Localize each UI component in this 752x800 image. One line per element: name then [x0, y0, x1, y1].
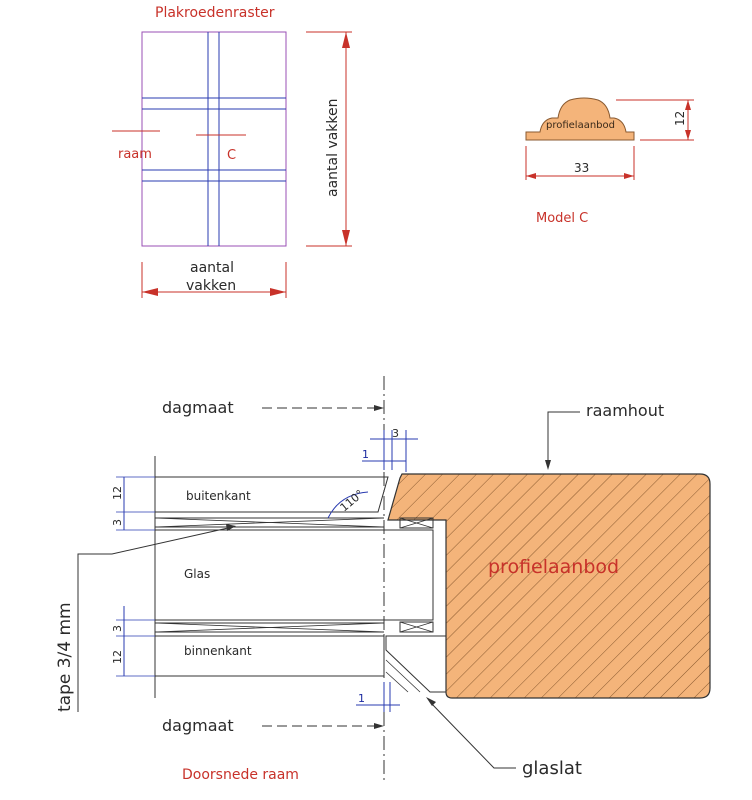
glass-pane	[154, 529, 434, 621]
profile-harrow-top	[685, 100, 691, 110]
angle-label: 110°	[338, 487, 367, 514]
angle-arc	[327, 491, 369, 519]
vdim-arrow-top	[342, 32, 350, 48]
vertical-dim-label: aantal vakken	[325, 98, 341, 197]
profile-shape	[525, 97, 635, 141]
cross-section-view: dagmaat raamhout 3 1 profielaanbod	[55, 376, 711, 783]
dim-3-top: 3	[111, 519, 124, 526]
binnenkant-label: binnenkant	[184, 644, 252, 658]
dagmaat-bottom-label: dagmaat	[162, 716, 234, 735]
section-caption: Doorsnede raam	[182, 767, 299, 783]
raamhout-section	[387, 473, 711, 699]
frame-tape-top-x2	[399, 517, 434, 529]
tape-label: tape 3/4 mm	[55, 602, 75, 712]
raam-label: raam	[118, 147, 152, 162]
dagmaat-top-label: dagmaat	[162, 398, 234, 417]
tape-arrow	[226, 524, 236, 531]
glas-label: Glas	[184, 567, 210, 581]
glaslat-line-a	[385, 659, 421, 693]
model-label: Model C	[536, 211, 588, 226]
horizontal-dim-line2: vakken	[186, 278, 236, 294]
profielaanbod-label: profielaanbod	[488, 556, 619, 578]
profile-label: profielaanbod	[546, 120, 615, 131]
hdim-arrow-left	[142, 288, 158, 296]
dim-12-bottom: 12	[111, 650, 124, 664]
glaslat-label: glaslat	[522, 758, 582, 779]
dim-1-bottom: 1	[358, 692, 365, 705]
buitenkant-panel	[155, 476, 389, 513]
dim-1-top: 1	[362, 448, 369, 461]
buitenkant-label: buitenkant	[186, 489, 251, 503]
glaslat-arrow	[426, 697, 436, 706]
tape-top-x2	[154, 517, 385, 528]
raamhout-arrow	[545, 460, 551, 470]
tape-bot-x2	[154, 622, 385, 633]
hdim-arrow-right	[270, 288, 286, 296]
glaslat-leader	[429, 701, 516, 769]
raamhout-leader	[547, 411, 580, 462]
profile-warrow-left	[526, 173, 536, 179]
binnenkant-panel	[155, 635, 385, 677]
dim-12-top: 12	[111, 486, 124, 500]
dagmaat-bottom-arrow	[374, 723, 384, 729]
frame-tape-top	[399, 517, 434, 529]
window-grid-view: Plakroedenraster raam C aantal vakken aa…	[112, 5, 352, 298]
window-frame-outline	[141, 31, 287, 247]
profile-warrow-right	[624, 173, 634, 179]
dim-3-offset: 3	[392, 427, 399, 440]
glaslat-line-b	[385, 671, 409, 693]
profile-width-dim: 33	[574, 161, 589, 175]
dagmaat-top-arrow	[374, 405, 384, 411]
vdim-arrow-bottom	[342, 230, 350, 246]
dim-3-bottom: 3	[111, 625, 124, 632]
tape-leader	[77, 527, 229, 712]
frame-tape-bot-x2	[399, 621, 434, 633]
profile-height-dim: 12	[673, 111, 687, 126]
frame-tape-bot	[399, 621, 434, 633]
profile-harrow-bottom	[685, 130, 691, 140]
raamhout-label: raamhout	[586, 401, 664, 420]
grid-title: Plakroedenraster	[155, 5, 275, 21]
glaslat-bead	[385, 635, 447, 693]
profile-view: profielaanbod 12 33 Model C	[525, 97, 694, 226]
c-label: C	[227, 148, 236, 163]
horizontal-dim-line1: aantal	[190, 260, 234, 276]
